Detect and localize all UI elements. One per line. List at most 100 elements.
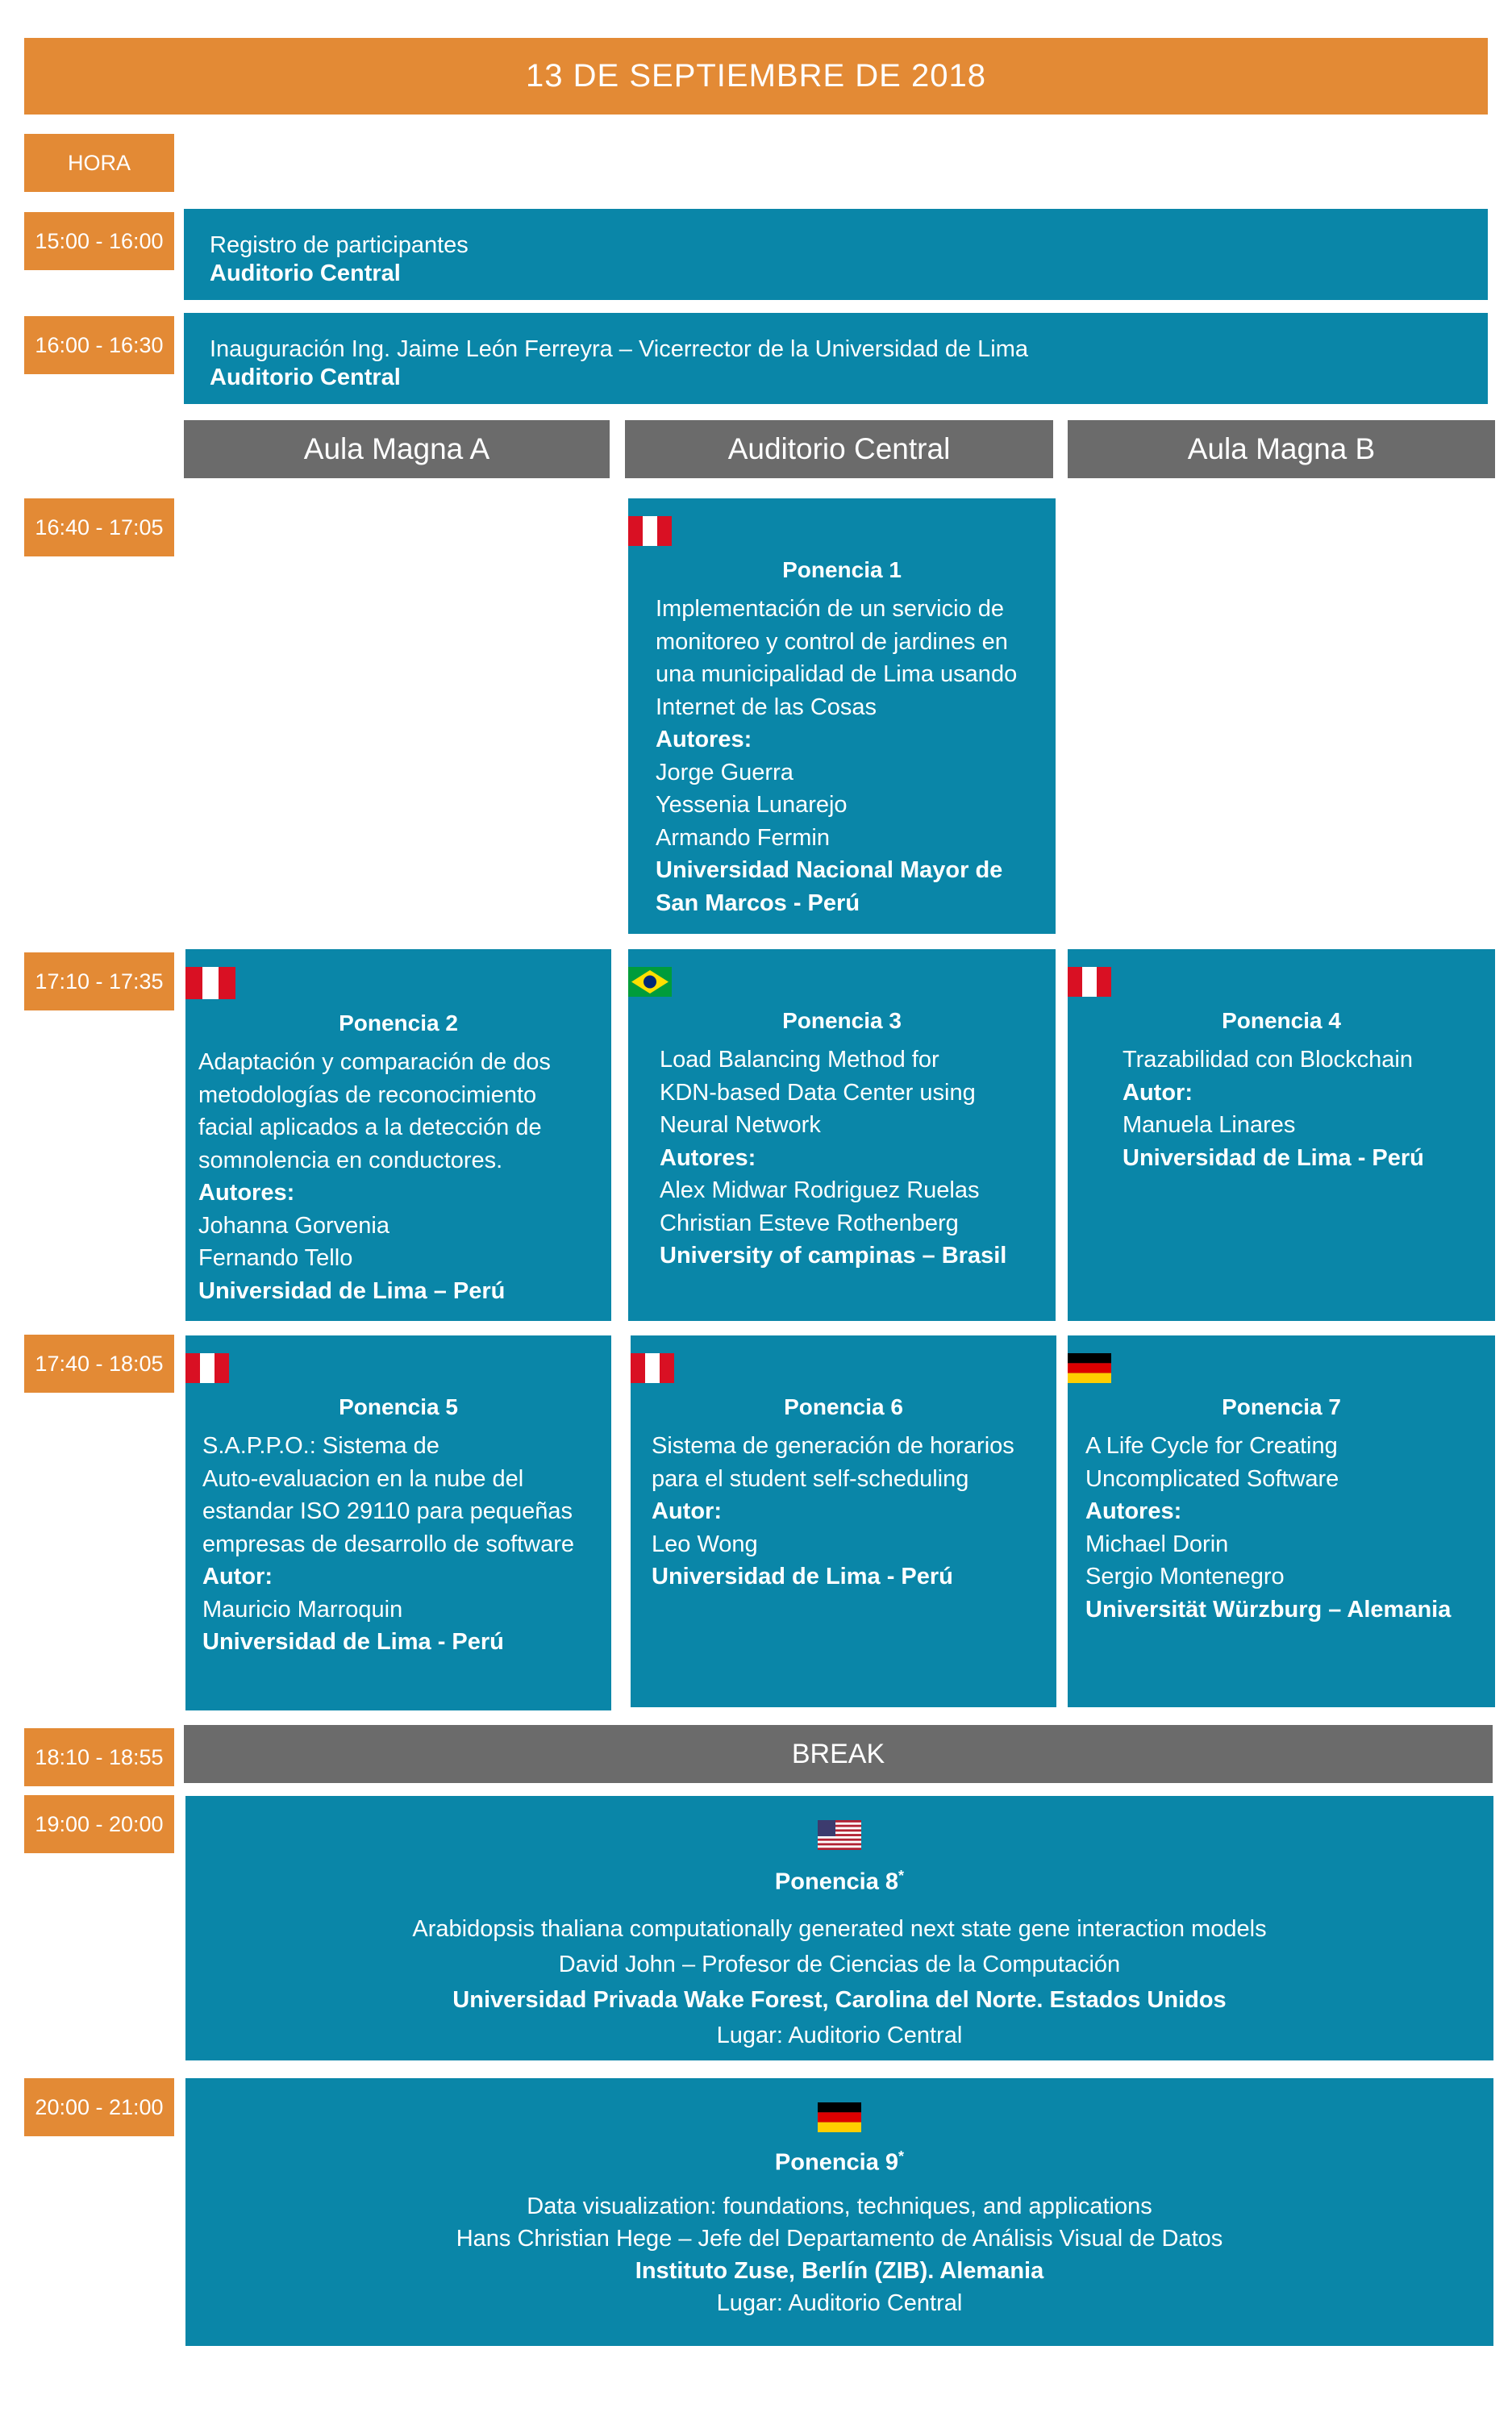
hora-label: HORA [67,150,131,175]
affiliation-line: Universität Würzburg – Alemania [1085,1596,1452,1623]
affiliation-line: Universidad de Lima - Perú [652,1564,953,1589]
germany-flag-icon [1068,1353,1495,1383]
author-name: Mauricio Marroquin [202,1596,403,1623]
event-title: Inauguración Ing. Jaime León Ferreyra – … [210,336,1028,362]
talk-number: Ponencia 4 [1222,1008,1341,1033]
time-label: 20:00 - 21:00 [35,2094,164,2119]
peru-flag-icon [185,1353,611,1383]
peru-flag-icon [631,1353,1056,1383]
time-slot-1600: 16:00 - 16:30 [24,316,174,374]
keynote-mark: * [898,1868,905,1884]
keynote-label: Ponencia 9 [774,2149,899,2176]
talk-title-line: Adaptación y comparación de dos [198,1049,551,1075]
author-name: Sergio Montenegro [1085,1564,1285,1589]
talk-number: Ponencia 2 [339,1010,458,1035]
talk-title-line: S.A.P.P.O.: Sistema de [202,1433,439,1459]
keynote-number: Ponencia 9* [185,2140,1493,2179]
talk-card-ponencia-7: Ponencia 7 A Life Cycle for Creating Unc… [1068,1335,1495,1707]
talk-number: Ponencia 3 [782,1008,902,1033]
author-name: Manuela Linares [1123,1112,1296,1138]
time-slot-1710: 17:10 - 17:35 [24,952,174,1010]
time-label: 17:10 - 17:35 [35,969,164,994]
schedule-date-header: 13 DE SEPTIEMBRE DE 2018 [24,38,1488,115]
event-place: Auditorio Central [210,365,401,390]
affiliation-line: Universidad de Lima - Perú [1123,1144,1424,1171]
room-header-aula-magna-b: Aula Magna B [1068,420,1495,478]
authors-label: Autores: [660,1144,756,1171]
keynote-title: Data visualization: foundations, techniq… [527,2193,1152,2219]
peru-flag-icon [628,516,1056,546]
talk-title-line: Load Balancing Method for [660,1047,939,1073]
author-name: Christian Esteve Rothenberg [660,1210,959,1236]
affiliation-line: San Marcos - Perú [656,890,860,916]
talk-card-ponencia-5: Ponencia 5 S.A.P.P.O.: Sistema de Auto-e… [185,1335,611,1710]
usa-flag-icon [818,1820,861,1850]
author-name: Armando Fermin [656,824,830,851]
time-slot-1740: 17:40 - 18:05 [24,1335,174,1393]
room-label: Auditorio Central [727,432,951,465]
affiliation-line: Universidad de Lima - Perú [202,1629,504,1655]
talk-title-line: Neural Network [660,1112,821,1138]
talk-title-line: una municipalidad de Lima usando [656,661,1018,687]
brazil-flag-icon [628,967,1056,997]
talk-card-ponencia-6: Ponencia 6 Sistema de generación de hora… [631,1335,1056,1707]
affiliation-line: Universidad de Lima – Perú [198,1277,506,1304]
talk-number: Ponencia 6 [784,1394,903,1419]
affiliation-line: University of campinas – Brasil [660,1243,1007,1269]
talk-number: Ponencia 5 [339,1394,458,1419]
talk-title-line: Internet de las Cosas [656,694,877,720]
affiliation-line: Universidad Nacional Mayor de [656,857,1003,883]
keynote-place: Lugar: Auditorio Central [716,2022,963,2048]
peru-flag-icon [1068,967,1495,997]
time-slot-2000: 20:00 - 21:00 [24,2078,174,2136]
authors-label: Autor: [202,1564,273,1589]
authors-label: Autor: [1123,1079,1193,1106]
room-header-aula-magna-a: Aula Magna A [184,420,610,478]
author-name: Alex Midwar Rodriguez Ruelas [660,1177,980,1203]
author-name: Johanna Gorvenia [198,1212,389,1239]
keynote-mark: * [898,2148,905,2164]
talk-title-line: estandar ISO 29110 para pequeñas [202,1498,573,1524]
talk-title-line: empresas de desarrollo de software [202,1531,575,1557]
author-name: Yessenia Lunarejo [656,792,848,818]
talk-card-ponencia-2: Ponencia 2 Adaptación y comparación de d… [185,949,611,1321]
time-label: 18:10 - 18:55 [35,1744,164,1769]
registration-block: Registro de participantes Auditorio Cent… [184,209,1488,300]
time-slot-1500: 15:00 - 16:00 [24,212,174,270]
hora-header: HORA [24,134,174,192]
talk-number: Ponencia 7 [1222,1394,1341,1419]
break-label: BREAK [791,1738,885,1769]
time-label: 19:00 - 20:00 [35,1811,164,1836]
keynote-speaker: David John – Profesor de Ciencias de la … [558,1951,1121,1977]
talk-title-line: monitoreo y control de jardines en [656,628,1008,655]
talk-title-line: metodologías de reconocimiento [198,1081,537,1108]
event-title: Registro de participantes [210,232,469,258]
room-label: Aula Magna B [1187,432,1376,465]
time-label: 17:40 - 18:05 [35,1351,164,1376]
keynote-number: Ponencia 8* [185,1858,1493,1900]
break-bar: BREAK [184,1725,1493,1783]
keynote-affiliation: Instituto Zuse, Berlín (ZIB). Alemania [635,2257,1044,2284]
talk-title-line: Uncomplicated Software [1085,1465,1339,1492]
keynote-place: Lugar: Auditorio Central [716,2289,963,2316]
keynote-label: Ponencia 8 [774,1869,899,1895]
keynote-title: Arabidopsis thaliana computationally gen… [412,1915,1267,1942]
peru-flag-icon [185,967,611,999]
talk-title-line: Auto-evaluacion en la nube del [202,1465,524,1492]
keynote-speaker: Hans Christian Hege – Jefe del Departame… [456,2225,1223,2252]
talk-title-line: para el student self-scheduling [652,1465,969,1492]
talk-card-ponencia-4: Ponencia 4 Trazabilidad con Blockchain A… [1068,949,1495,1321]
time-slot-1900: 19:00 - 20:00 [24,1795,174,1853]
authors-label: Autores: [198,1180,295,1206]
time-slot-1810: 18:10 - 18:55 [24,1728,174,1786]
author-name: Fernando Tello [198,1245,353,1271]
date-title: 13 DE SEPTIEMBRE DE 2018 [526,58,986,94]
talk-title-line: A Life Cycle for Creating [1085,1433,1338,1459]
keynote-ponencia-9: Ponencia 9* Data visualization: foundati… [185,2078,1493,2346]
time-slot-1640: 16:40 - 17:05 [24,498,174,556]
time-label: 16:00 - 16:30 [35,332,164,357]
authors-label: Autores: [1085,1498,1182,1524]
talk-title-line: somnolencia en conductores. [198,1147,503,1173]
talk-card-ponencia-3: Ponencia 3 Load Balancing Method for KDN… [628,949,1056,1321]
talk-title-line: KDN-based Data Center using [660,1079,976,1106]
